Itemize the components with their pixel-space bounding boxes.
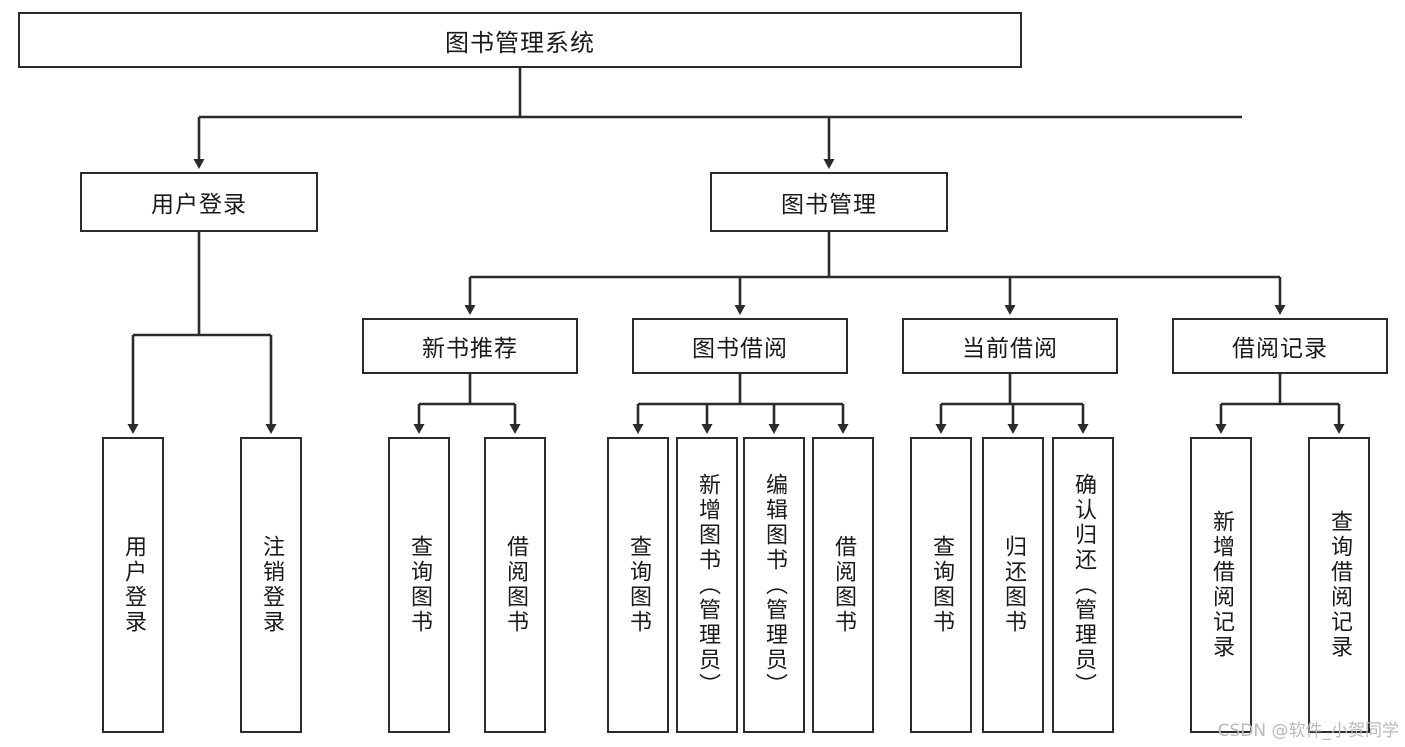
- node-leaf-user-logout[interactable]: 注销登录: [240, 437, 302, 733]
- node-leaf-query-book-1[interactable]: 查询图书: [388, 437, 450, 733]
- node-leaf-add-record[interactable]: 新增借阅记录: [1190, 437, 1252, 733]
- node-leaf-query-book-3-label: 查询图书: [928, 535, 954, 635]
- node-leaf-edit-book[interactable]: 编辑图书（管理员）: [743, 437, 805, 733]
- node-leaf-confirm-return-label: 确认归还（管理员）: [1070, 472, 1096, 698]
- node-root-label: 图书管理系统: [445, 28, 595, 57]
- node-leaf-add-record-label: 新增借阅记录: [1208, 510, 1234, 660]
- node-leaf-borrow-book-2-label: 借阅图书: [830, 535, 856, 635]
- node-root[interactable]: 图书管理系统: [18, 12, 1022, 68]
- node-leaf-query-book-1-label: 查询图书: [406, 535, 432, 635]
- node-leaf-borrow-book-1[interactable]: 借阅图书: [484, 437, 546, 733]
- node-leaf-confirm-return[interactable]: 确认归还（管理员）: [1052, 437, 1114, 733]
- node-leaf-return-book-label: 归还图书: [1000, 535, 1026, 635]
- node-book-manage[interactable]: 图书管理: [710, 172, 948, 232]
- node-leaf-user-login[interactable]: 用户登录: [102, 437, 164, 733]
- node-leaf-query-book-2-label: 查询图书: [625, 535, 651, 635]
- node-borrow-record-label: 借阅记录: [1232, 336, 1328, 362]
- node-book-borrow[interactable]: 图书借阅: [632, 318, 848, 374]
- node-leaf-edit-book-label: 编辑图书（管理员）: [761, 472, 787, 698]
- node-leaf-add-book[interactable]: 新增图书（管理员）: [676, 437, 738, 733]
- node-leaf-borrow-book-2[interactable]: 借阅图书: [812, 437, 874, 733]
- node-book-borrow-label: 图书借阅: [692, 336, 788, 362]
- node-leaf-return-book[interactable]: 归还图书: [982, 437, 1044, 733]
- node-user-login-label: 用户登录: [151, 192, 247, 218]
- node-leaf-query-record[interactable]: 查询借阅记录: [1308, 437, 1370, 733]
- node-user-login[interactable]: 用户登录: [80, 172, 318, 232]
- node-new-book-rec[interactable]: 新书推荐: [362, 318, 578, 374]
- node-borrow-record[interactable]: 借阅记录: [1172, 318, 1388, 374]
- node-new-book-rec-label: 新书推荐: [422, 336, 518, 362]
- node-leaf-query-book-3[interactable]: 查询图书: [910, 437, 972, 733]
- node-leaf-borrow-book-1-label: 借阅图书: [502, 535, 528, 635]
- node-current-borrow[interactable]: 当前借阅: [902, 318, 1118, 374]
- node-leaf-user-login-label: 用户登录: [120, 535, 146, 635]
- node-leaf-query-record-label: 查询借阅记录: [1326, 510, 1352, 660]
- node-leaf-user-logout-label: 注销登录: [258, 535, 284, 635]
- node-book-manage-label: 图书管理: [781, 192, 877, 218]
- watermark: CSDN @软件_小贺同学: [1217, 721, 1399, 741]
- node-leaf-add-book-label: 新增图书（管理员）: [694, 472, 720, 698]
- node-current-borrow-label: 当前借阅: [962, 336, 1058, 362]
- node-leaf-query-book-2[interactable]: 查询图书: [607, 437, 669, 733]
